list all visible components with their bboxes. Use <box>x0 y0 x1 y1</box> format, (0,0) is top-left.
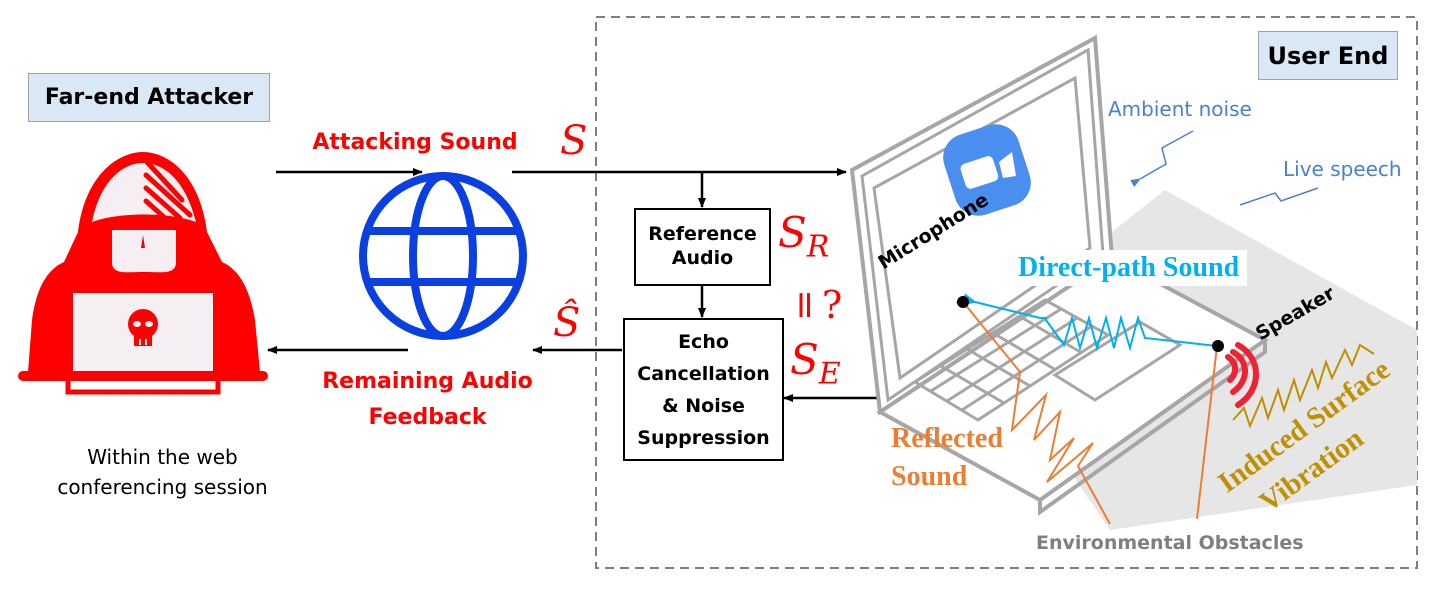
hacker-icon <box>18 152 268 395</box>
live-speech-wave <box>1239 187 1319 206</box>
symbol-question: ? <box>821 283 843 327</box>
aec-line1: Echo <box>678 330 729 353</box>
feedback-label-line2: Feedback <box>368 405 487 430</box>
obstacle-line-speaker <box>1196 345 1218 520</box>
speaker-dot <box>1212 340 1224 352</box>
vibration-wave <box>1232 343 1375 429</box>
aec-line4: Suppression <box>637 426 770 449</box>
reflected-path-wave <box>955 294 1111 525</box>
reference-audio-line1: Reference <box>648 223 757 246</box>
symbol-s-r-base: S <box>778 208 807 257</box>
microphone-dot <box>957 296 969 308</box>
video-app-icon <box>943 124 1031 216</box>
symbol-s-e-sub: E <box>818 356 841 392</box>
far-end-title: Far-end Attacker <box>28 73 270 122</box>
reflected-line1: Reflected <box>891 423 1003 454</box>
symbol-compare: =? <box>784 283 843 327</box>
direct-path-label: Direct-path Sound <box>1010 250 1248 286</box>
symbol-s: S <box>560 118 588 164</box>
symbol-equals: = <box>783 289 828 321</box>
echo-cancellation-box: Echo Cancellation & Noise Suppression <box>623 318 784 461</box>
symbol-s-e-base: S <box>790 335 819 384</box>
skull-icon <box>128 309 158 346</box>
aec-line3: & Noise <box>662 394 745 417</box>
reference-audio-box: Reference Audio <box>634 208 771 286</box>
session-caption-line1: Within the web <box>87 445 238 469</box>
symbol-s-r: SR <box>778 208 829 264</box>
symbol-s-hat: Ŝ <box>553 300 581 346</box>
live-speech-label: Live speech <box>1283 157 1402 181</box>
ambient-noise-label: Ambient noise <box>1108 97 1252 121</box>
session-caption-line2: conferencing session <box>57 475 268 499</box>
ambient-noise-arrow <box>1130 130 1194 187</box>
user-end-title: User End <box>1258 31 1398 80</box>
reflected-sound-label: Reflected Sound <box>891 420 1003 496</box>
environmental-obstacles-label: Environmental Obstacles <box>1036 532 1304 554</box>
speaker-wave-icon <box>1225 342 1259 408</box>
feedback-label-line1: Remaining Audio <box>322 369 533 394</box>
user-end-boundary <box>595 16 1418 569</box>
attacking-sound-label: Attacking Sound <box>312 130 518 155</box>
aec-line2: Cancellation <box>637 362 770 385</box>
globe-icon <box>359 172 527 340</box>
reflected-line2: Sound <box>891 461 968 492</box>
symbol-s-r-sub: R <box>806 229 830 265</box>
reference-audio-line2: Audio <box>671 247 734 269</box>
feedback-label: Remaining Audio Feedback <box>300 364 555 436</box>
symbol-s-e: SE <box>790 335 841 391</box>
session-caption: Within the web conferencing session <box>20 442 305 502</box>
direct-path-wave <box>961 293 1218 352</box>
